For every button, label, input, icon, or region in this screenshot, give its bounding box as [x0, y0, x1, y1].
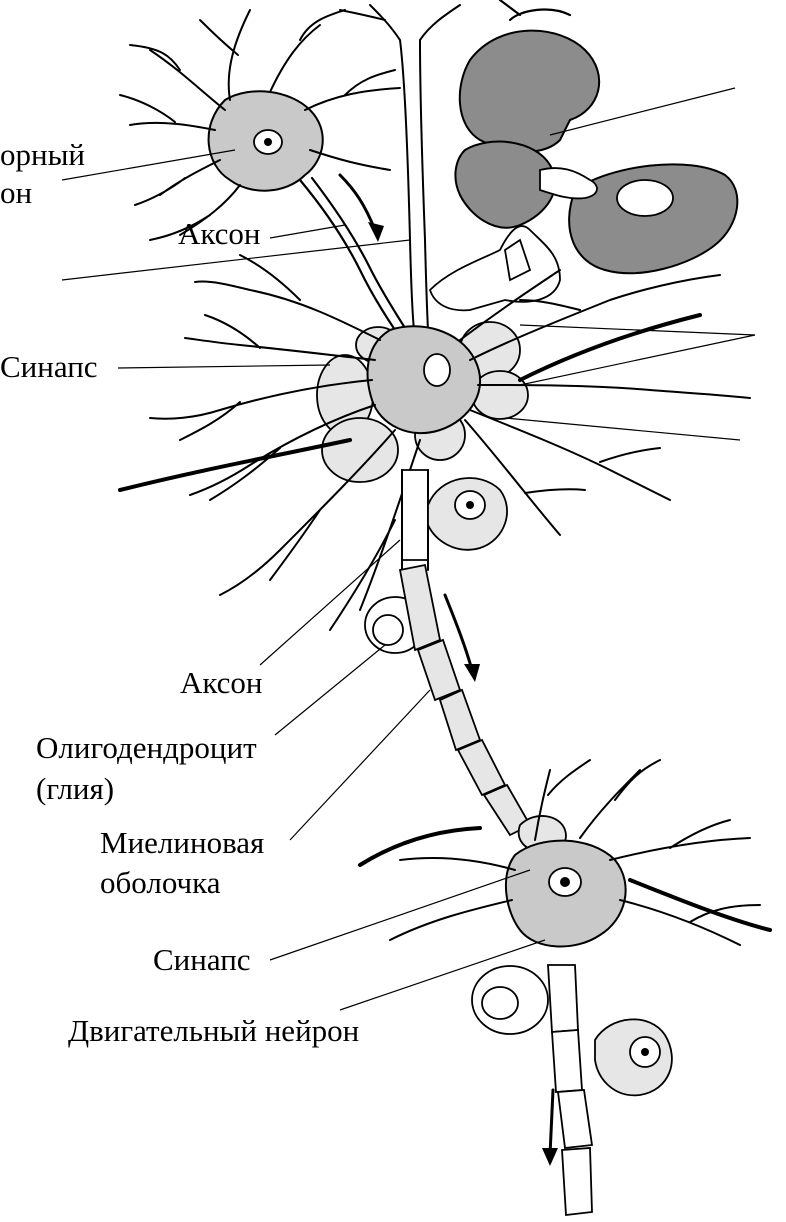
leader-synapse-bottom [269, 869, 531, 961]
label-sensory-neuron-line1: орный [0, 137, 85, 172]
label-myelin-line2: оболочка [100, 865, 221, 900]
label-motor-neuron: Двигательный нейрон [68, 1013, 359, 1048]
label-axon-middle: Аксон [180, 665, 263, 700]
label-synapse-bottom: Синапс [153, 942, 251, 977]
leader-lines [61, 87, 756, 1011]
leader-axon-middle [259, 539, 401, 666]
leader-right-3 [504, 417, 741, 441]
interneuron [118, 254, 751, 631]
leader-axon-top [269, 224, 346, 239]
label-sensory-neuron-line2: он [0, 175, 32, 210]
leader-myelin [289, 689, 431, 841]
leader-target-tissue [549, 87, 736, 136]
myelinated-axon [364, 477, 532, 837]
motor-neuron [358, 759, 772, 1217]
leader-oligodendrocyte [274, 644, 386, 736]
leader-right-1 [519, 324, 756, 336]
leader-synapse-top [117, 364, 331, 369]
label-oligodendrocyte-line2: (глия) [36, 771, 114, 806]
label-axon-top: Аксон [178, 216, 261, 251]
sensory-neuron [119, 9, 407, 332]
label-synapse-top: Синапс [0, 349, 98, 384]
leader-right-2 [519, 334, 756, 386]
labels: орный он Аксон Синапс Аксон Олигодендроц… [0, 137, 359, 1048]
leader-vertical-process [61, 239, 411, 281]
label-myelin-line1: Миелиновая [100, 825, 264, 860]
target-tissue [428, 0, 739, 312]
vertical-process [339, 4, 461, 331]
label-oligodendrocyte-line1: Олигодендроцит [36, 730, 257, 765]
leader-motor-neuron [339, 939, 546, 1011]
leader-sensory-neuron [61, 149, 236, 181]
